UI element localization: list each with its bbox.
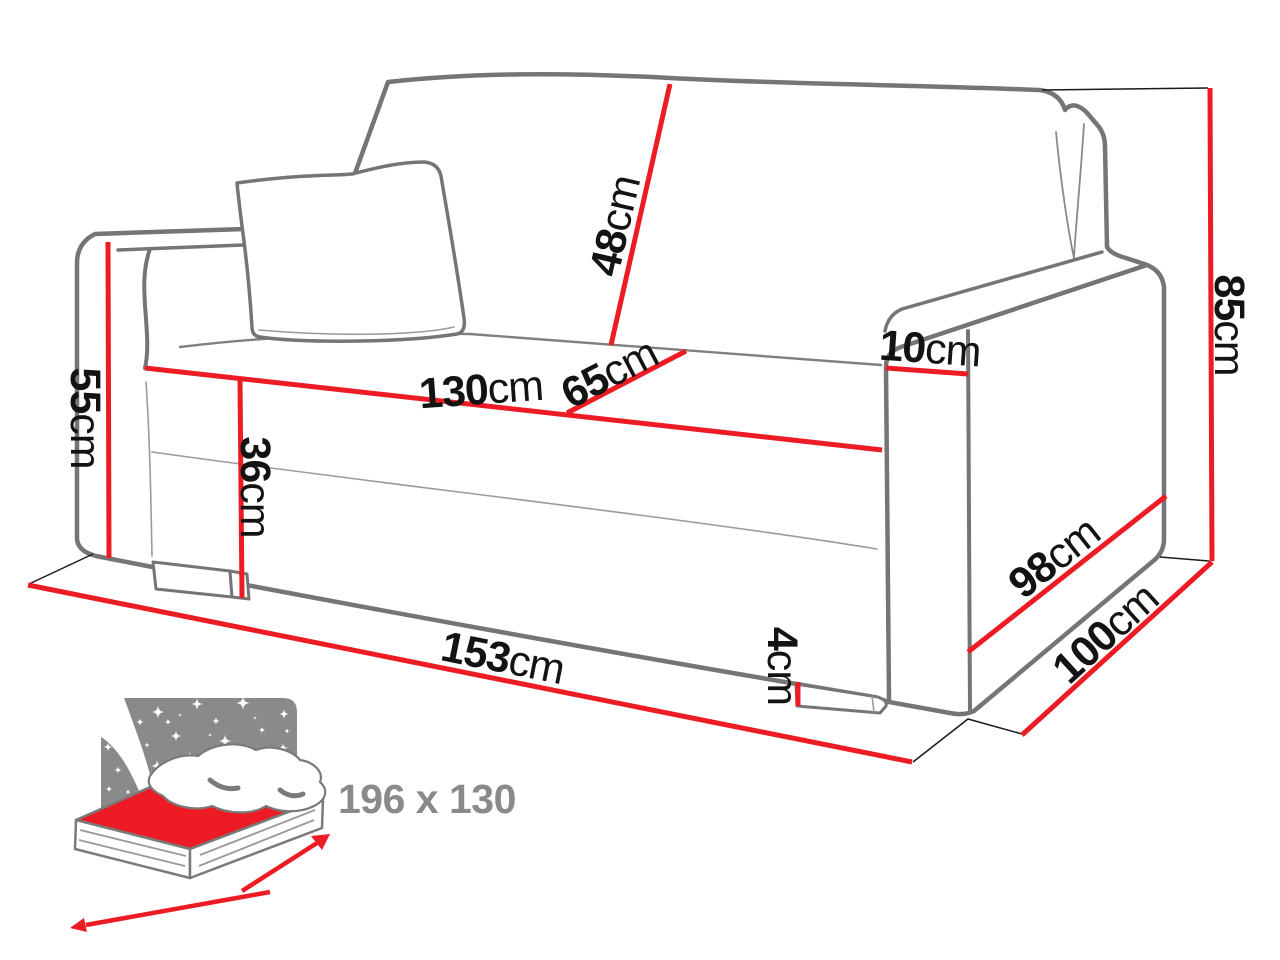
dim-line-seat-depth-65 (565, 348, 688, 416)
dim-line-total-height-85 (1207, 87, 1215, 562)
front-welt-seam (151, 451, 878, 550)
dim-line-seat-height-36 (237, 379, 245, 599)
front-panel-edge (145, 381, 153, 557)
arrow-left-icon (70, 918, 87, 932)
sofa-leg-right (794, 682, 888, 715)
mattress-stripe (198, 819, 315, 867)
leg-bar-tip-line (871, 695, 875, 713)
arrow-depth-shaft (240, 841, 319, 893)
blanket (147, 743, 327, 814)
right-armrest (883, 250, 1150, 714)
dim-label-back-height: 48cm (581, 171, 651, 280)
blanket-fold (277, 787, 306, 799)
dim-label-leg-height: 4cm (758, 627, 806, 705)
backrest-corner-seam (1055, 131, 1075, 259)
extension-line-front-corner (912, 718, 1023, 763)
sleeping-function-icon: 196 x 130 (70, 696, 516, 932)
backrest-corner-seam (1073, 123, 1085, 259)
dim-line-total-depth-100 (1020, 560, 1214, 737)
right-armrest-front-edge (966, 329, 972, 714)
mattress-stripe (199, 809, 316, 856)
right-armrest-inner-edge (883, 250, 1104, 333)
dim-line-seat-width-130 (144, 365, 883, 453)
pillow-outline (235, 160, 467, 343)
extension-line-bottom-left (28, 553, 94, 585)
left-armrest (116, 243, 878, 557)
sofa-leg-left (151, 560, 251, 601)
arrow-up-right-icon (311, 834, 330, 850)
arrow-width-shaft (85, 889, 271, 928)
dim-line-back-height-48 (608, 83, 673, 346)
leg-bar (794, 682, 888, 715)
bed-size-arrows (70, 834, 330, 932)
dim-line-arm-height-55 (105, 241, 112, 559)
mattress-side-face (188, 797, 325, 880)
left-armrest-inner-edge (116, 243, 245, 252)
sofa-drawing (74, 71, 1167, 717)
blanket-fold (207, 777, 241, 792)
mattress-stripe (79, 829, 187, 857)
dim-label-total-height: 85cm (1205, 274, 1253, 375)
mattress-stripe (78, 839, 186, 867)
dim-label-seat-height: 36cm (231, 436, 279, 537)
dim-label-arm-height: 55cm (61, 367, 109, 468)
right-armrest-outer-edge (883, 262, 1150, 703)
left-armrest-front-curve (142, 247, 152, 370)
dim-line-body-depth-98 (966, 494, 1168, 654)
extension-line-bottom-right (1159, 556, 1210, 562)
sleeping-size-label: 196 x 130 (338, 776, 516, 822)
dim-line-arm-width-10 (885, 365, 969, 377)
pillow-piping-seam (258, 326, 455, 336)
blanket-outline (147, 743, 327, 814)
dim-label-arm-width: 10cm (878, 322, 982, 377)
dim-line-total-width-153 (27, 582, 913, 765)
extension-line-top-right (1041, 87, 1209, 91)
dim-label-seat-width: 130cm (417, 362, 544, 419)
pillow (235, 160, 467, 343)
